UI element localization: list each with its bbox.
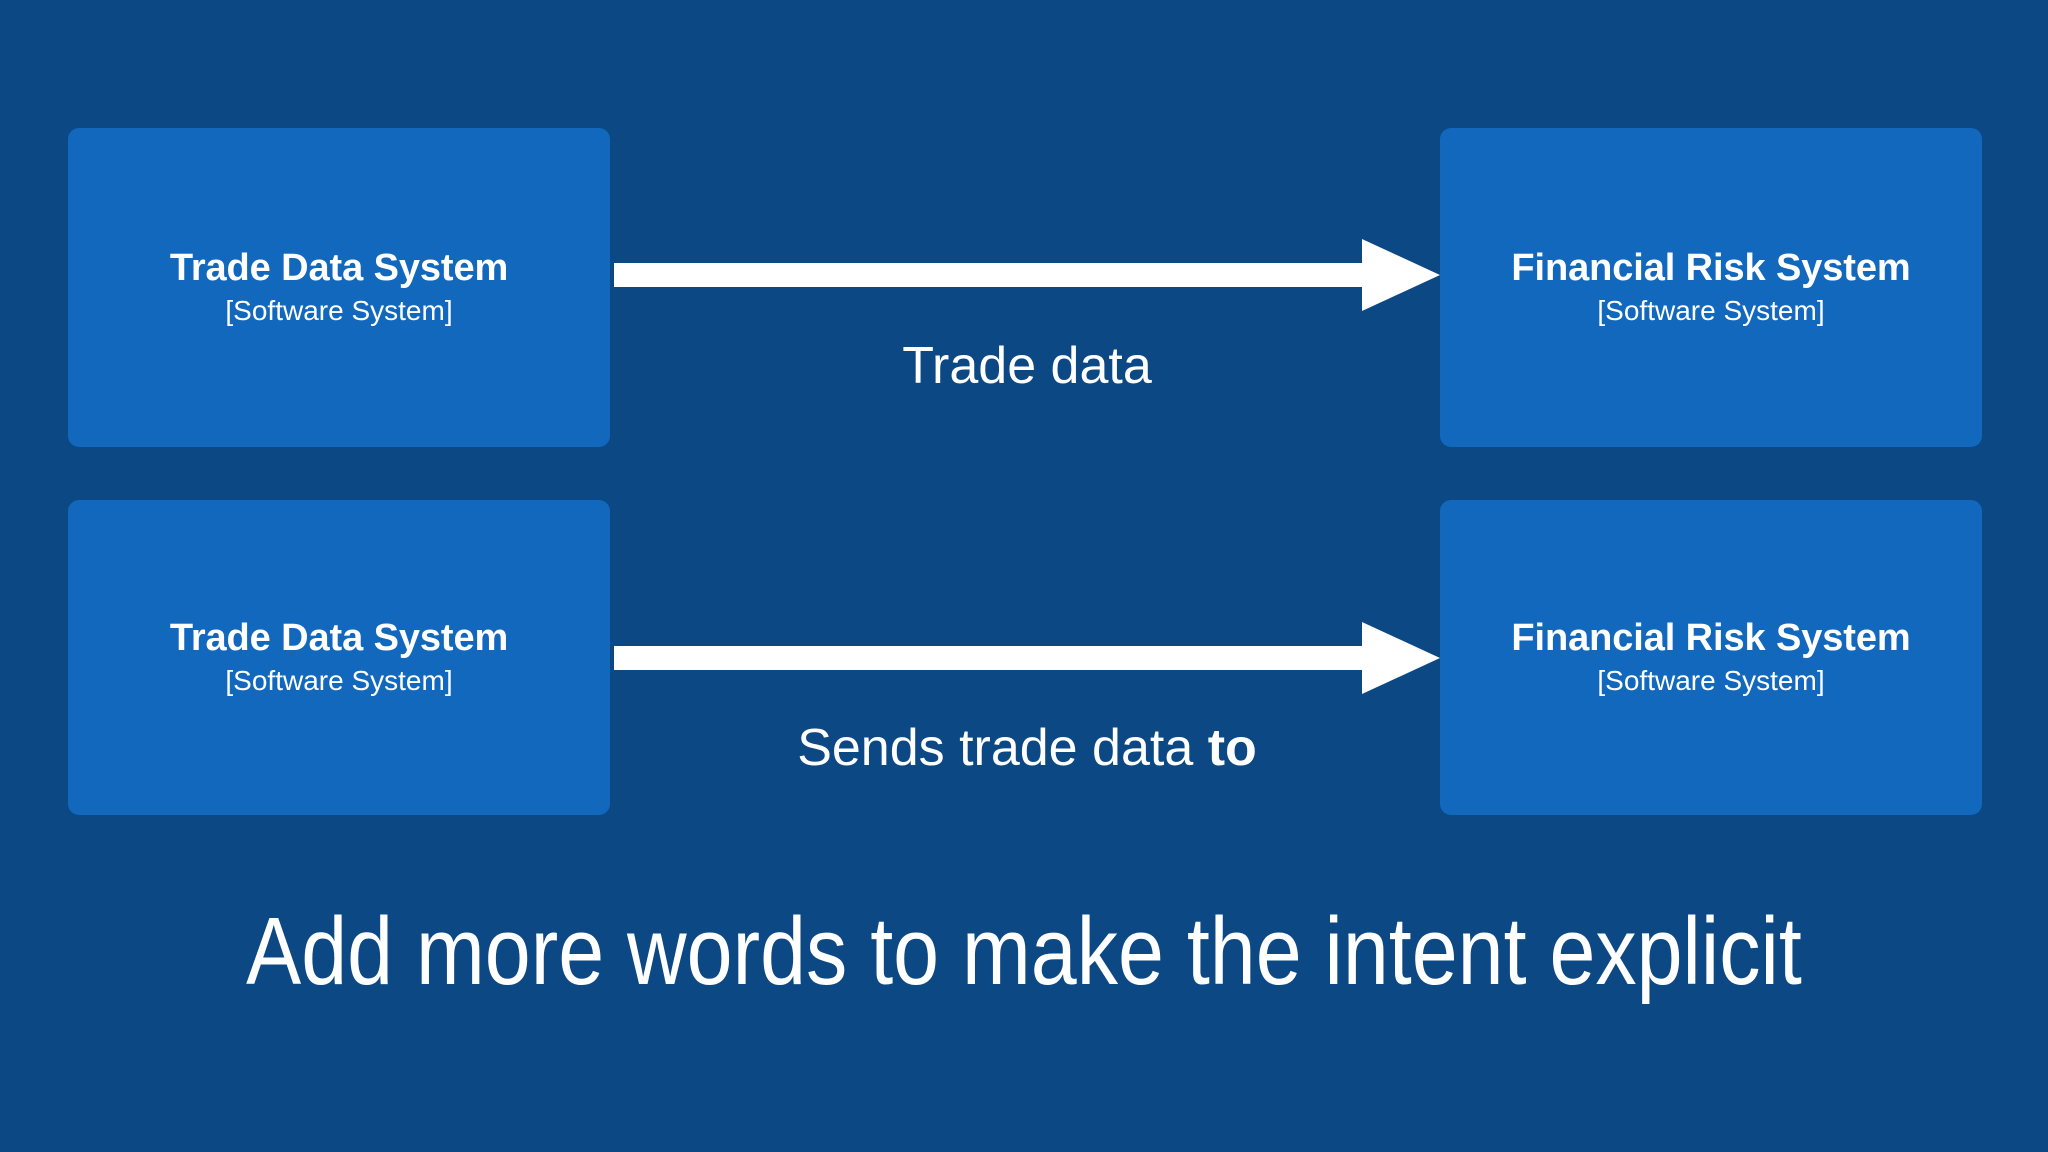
right-arrow-icon-row2 bbox=[614, 618, 1440, 698]
arrow-shaft bbox=[614, 263, 1366, 287]
system-box-name: Financial Risk System bbox=[1511, 617, 1911, 660]
arrow-head bbox=[1362, 239, 1440, 311]
system-box-name: Trade Data System bbox=[169, 247, 509, 290]
system-box-financial-risk-system-row2[interactable]: Financial Risk System [Software System] bbox=[1440, 500, 1982, 815]
relationship-label-emphasis: to bbox=[1207, 719, 1257, 777]
system-box-trade-data-system-row1[interactable]: Trade Data System [Software System] bbox=[68, 128, 610, 447]
arrow-shaft bbox=[614, 646, 1366, 670]
system-box-type: [Software System] bbox=[225, 665, 453, 697]
system-box-type: [Software System] bbox=[225, 295, 453, 327]
relationship-label-row2: Sends trade data to bbox=[614, 719, 1440, 777]
relationship-label-row1: Trade data bbox=[614, 337, 1440, 395]
relationship-label-text: Trade data bbox=[902, 337, 1152, 395]
system-box-financial-risk-system-row1[interactable]: Financial Risk System [Software System] bbox=[1440, 128, 1982, 447]
system-box-name: Trade Data System bbox=[169, 617, 509, 660]
system-box-type: [Software System] bbox=[1597, 295, 1825, 327]
relationship-label-text: Sends trade data bbox=[797, 719, 1208, 777]
system-box-type: [Software System] bbox=[1597, 665, 1825, 697]
system-box-name: Financial Risk System bbox=[1511, 247, 1911, 290]
right-arrow-icon-row1 bbox=[614, 235, 1440, 315]
system-box-trade-data-system-row2[interactable]: Trade Data System [Software System] bbox=[68, 500, 610, 815]
slide-caption: Add more words to make the intent explic… bbox=[246, 898, 1802, 1005]
arrow-head bbox=[1362, 622, 1440, 694]
